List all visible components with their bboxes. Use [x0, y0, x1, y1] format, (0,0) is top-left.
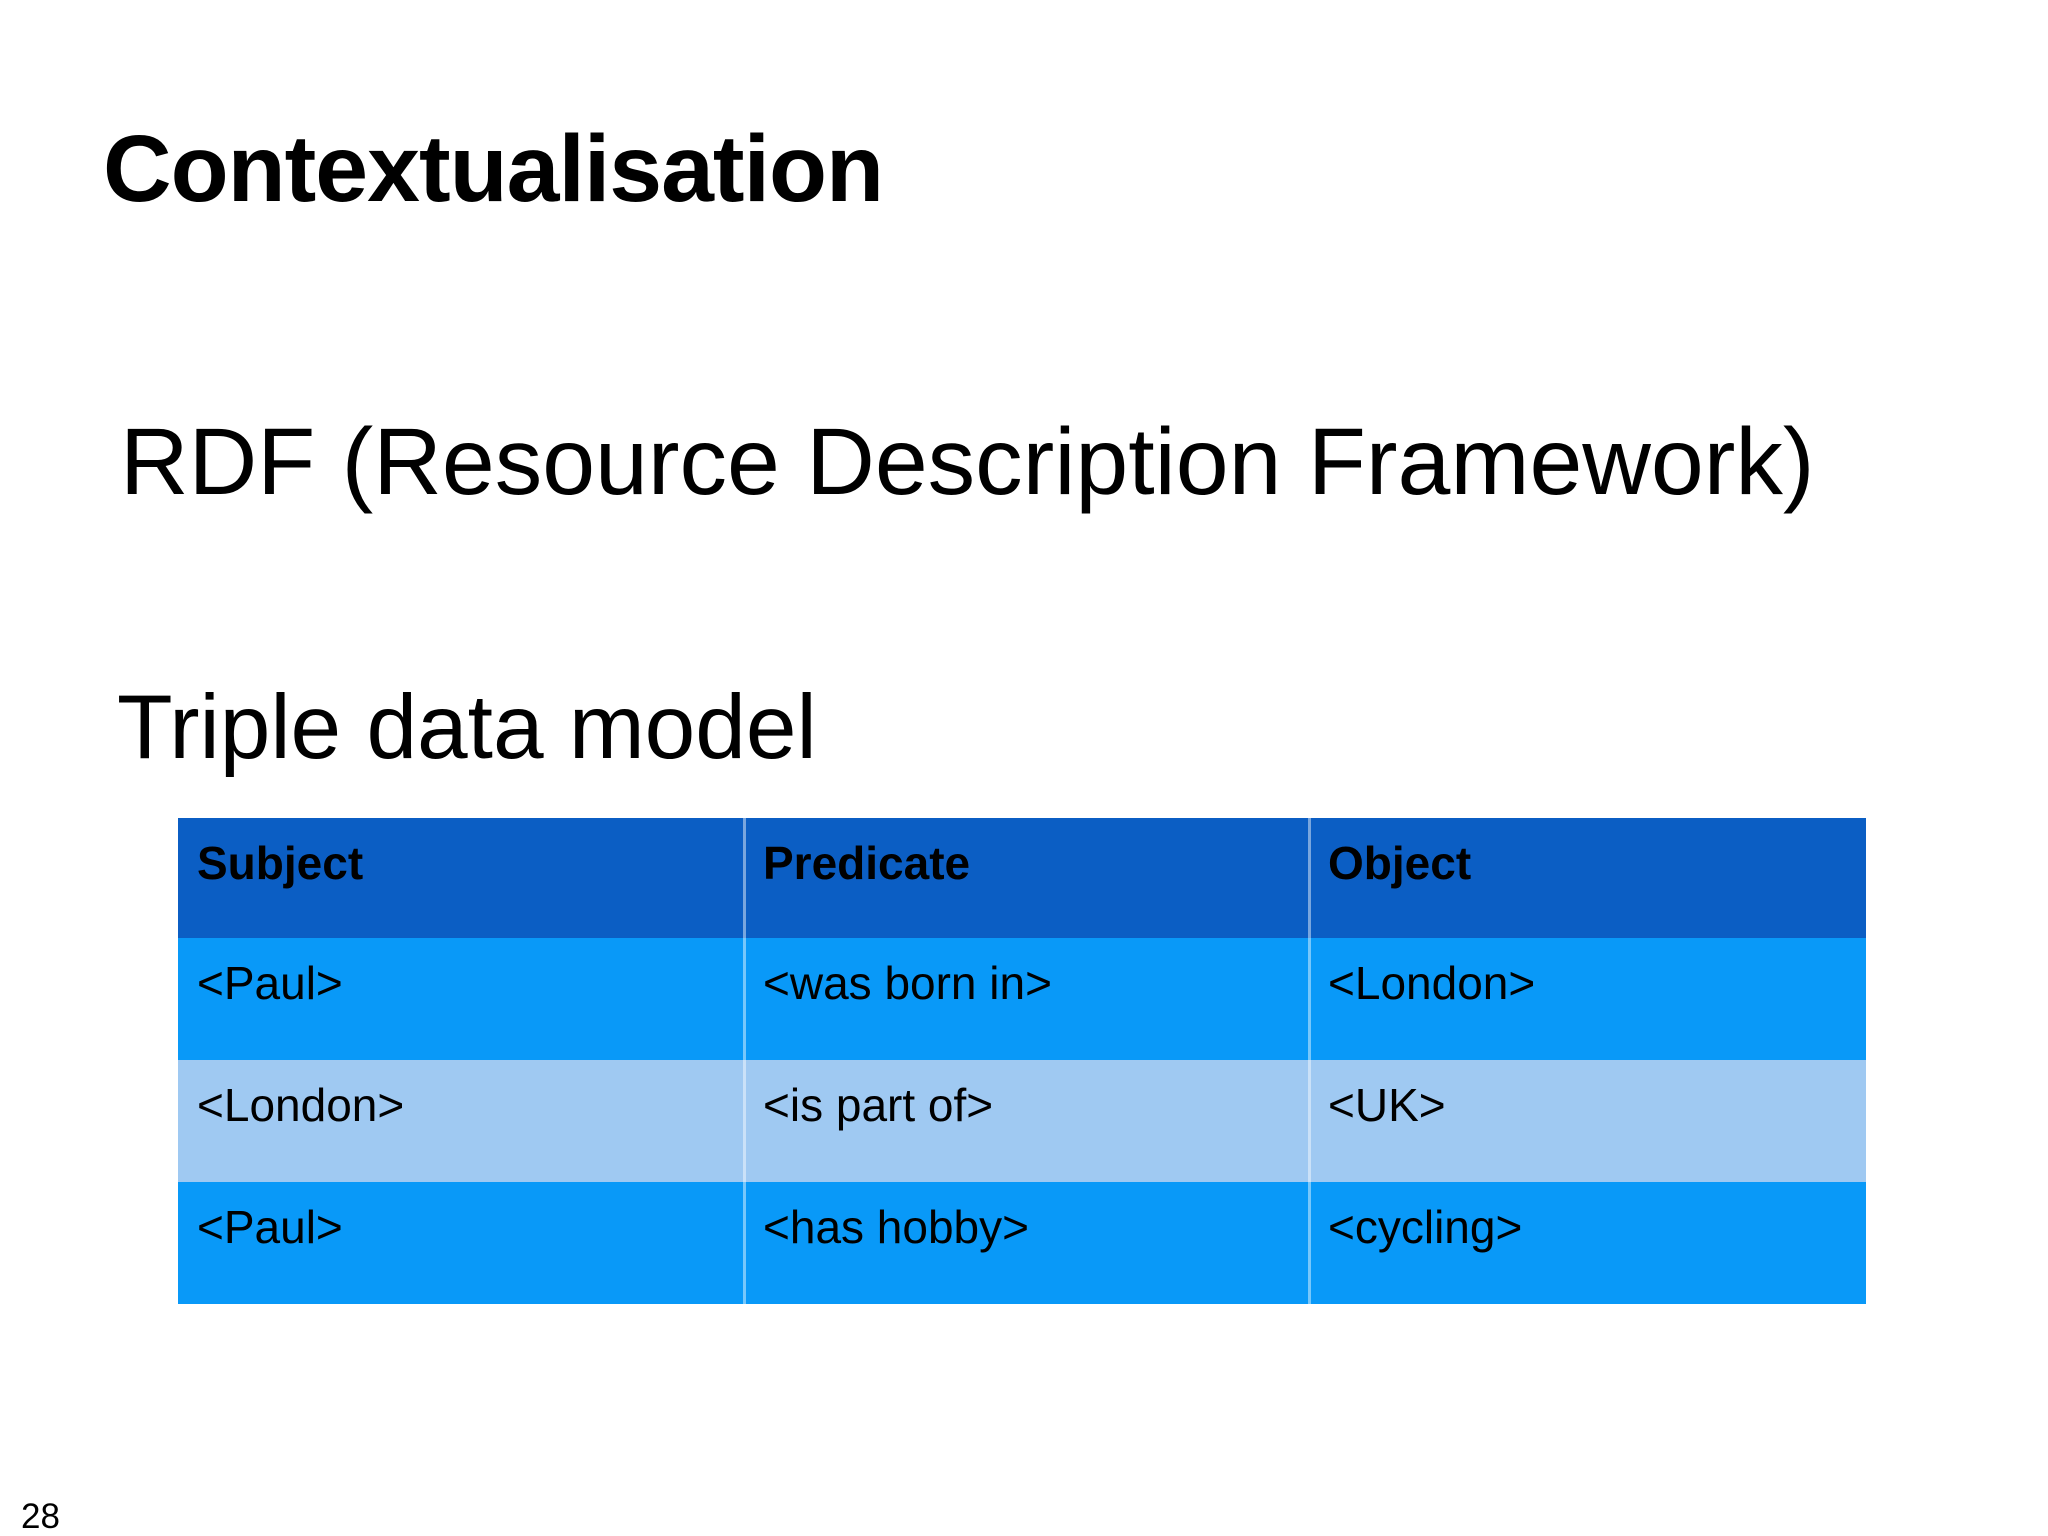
table-cell-predicate-2: <is part of> [743, 1060, 1308, 1182]
table-header-object: Object [1308, 818, 1866, 938]
body-text-rdf: RDF (Resource Description Framework) [120, 409, 1815, 515]
table-cell-object-1: <London> [1308, 938, 1866, 1060]
triple-table: Subject Predicate Object <Paul> <was bor… [178, 818, 1866, 1304]
table-cell-subject-3: <Paul> [178, 1182, 743, 1304]
page-number: 28 [21, 1497, 60, 1536]
table-cell-object-3: <cycling> [1308, 1182, 1866, 1304]
table-cell-predicate-1: <was born in> [743, 938, 1308, 1060]
body-text-triple-data-model: Triple data model [117, 677, 817, 778]
table-header-subject: Subject [178, 818, 743, 938]
table-cell-subject-2: <London> [178, 1060, 743, 1182]
table-cell-object-2: <UK> [1308, 1060, 1866, 1182]
table-header-predicate: Predicate [743, 818, 1308, 938]
table-cell-subject-1: <Paul> [178, 938, 743, 1060]
slide-title: Contextualisation [103, 116, 884, 222]
table-cell-predicate-3: <has hobby> [743, 1182, 1308, 1304]
